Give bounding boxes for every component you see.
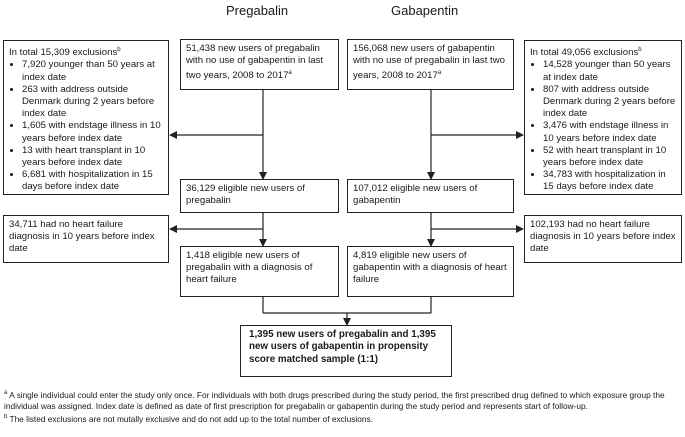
pregabalin-new-users-box: 51,438 new users of pregabalin with no u… xyxy=(180,39,339,90)
list-item: 34,783 with hospitalization in 15 days b… xyxy=(543,169,676,193)
list-item: 14,528 younger than 50 years at index da… xyxy=(543,59,676,83)
pregabalin-exclusions-box: In total 15,309 exclusionsb 7,920 younge… xyxy=(3,40,169,195)
pregabalin-exclusions-title: In total 15,309 exclusions xyxy=(9,47,118,59)
list-item: 3,476 with endstage illness in 10 years … xyxy=(543,120,676,144)
gabapentin-new-users-text: 156,068 new users of gabapentin with no … xyxy=(353,43,505,82)
footnote-a-marker: a xyxy=(4,390,8,396)
pregabalin-new-users-text: 51,438 new users of pregabalin with no u… xyxy=(186,43,324,82)
gabapentin-column-title: Gabapentin xyxy=(391,3,459,18)
footnote-a-marker: a xyxy=(288,70,292,77)
pregabalin-eligible-box: 36,129 eligible new users of pregabalin xyxy=(180,179,339,213)
gabapentin-no-heart-failure-box: 102,193 had no heart failure diagnosis i… xyxy=(524,215,682,263)
list-item: 263 with address outside Denmark during … xyxy=(22,84,163,121)
gabapentin-heart-failure-box: 4,819 eligible new users of gabapentin w… xyxy=(347,246,514,297)
gabapentin-exclusions-title: In total 49,056 exclusions xyxy=(530,47,639,59)
footnote-b-marker: b xyxy=(638,47,642,53)
list-item: 1,605 with endstage illness in 10 years … xyxy=(22,120,163,144)
pregabalin-column-title: Pregabalin xyxy=(226,3,289,18)
list-item: 6,681 with hospitalization in 15 days be… xyxy=(22,169,163,193)
matched-sample-box: 1,395 new users of pregabalin and 1,395 … xyxy=(240,325,452,377)
footnotes: a A single individual could enter the st… xyxy=(4,388,682,425)
footnote-b-marker: b xyxy=(117,47,121,53)
list-item: 7,920 younger than 50 years at index dat… xyxy=(22,59,163,83)
pregabalin-no-heart-failure-box: 34,711 had no heart failure diagnosis in… xyxy=(3,215,169,263)
footnote-a-marker: a xyxy=(437,70,442,77)
footnote-b: b The listed exclusions are not mutally … xyxy=(4,412,682,425)
gabapentin-exclusions-list: 14,528 younger than 50 years at index da… xyxy=(530,59,676,193)
list-item: 13 with heart transplant in 10 years bef… xyxy=(22,145,163,169)
footnote-a-text: A single individual could enter the stud… xyxy=(4,389,665,411)
footnote-b-marker: b xyxy=(4,414,8,421)
gabapentin-eligible-box: 107,012 eligible new users of gabapentin xyxy=(347,179,514,213)
list-item: 807 with address outside Denmark during … xyxy=(543,84,676,121)
pregabalin-heart-failure-box: 1,418 eligible new users of pregabalin w… xyxy=(180,246,339,297)
gabapentin-exclusions-box: In total 49,056 exclusionsb 14,528 young… xyxy=(524,40,682,195)
footnote-a: a A single individual could enter the st… xyxy=(4,388,682,412)
gabapentin-new-users-box: 156,068 new users of gabapentin with no … xyxy=(347,39,514,90)
list-item: 52 with heart transplant in 10 years bef… xyxy=(543,145,676,169)
footnote-b-text: The listed exclusions are not mutally ex… xyxy=(7,413,373,424)
pregabalin-exclusions-list: 7,920 younger than 50 years at index dat… xyxy=(9,59,163,193)
